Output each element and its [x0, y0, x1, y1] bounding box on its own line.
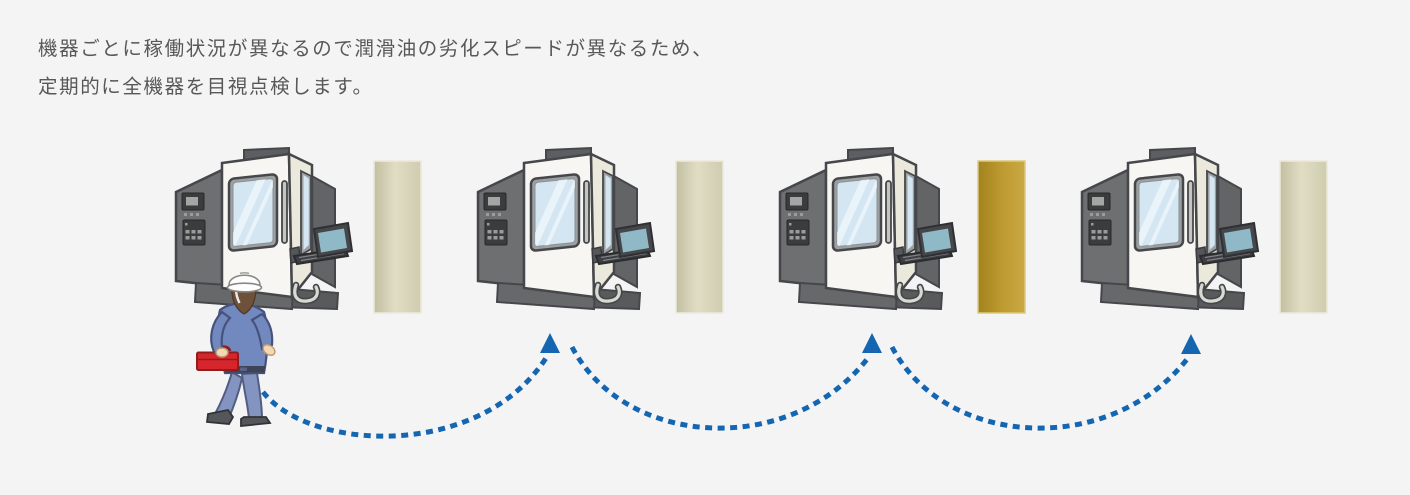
worker [196, 272, 276, 427]
worker-helmet [226, 272, 263, 293]
oil-column-2 [675, 160, 724, 314]
inspection-arrow-2 [569, 345, 870, 431]
oil-column-1 [373, 160, 422, 314]
cnc-machine-4 [1082, 148, 1258, 309]
oil-column-3-degraded [977, 160, 1026, 314]
inspection-arrow-3 [889, 345, 1190, 431]
worker-shoe-front [240, 416, 272, 427]
worker-hand-front [262, 344, 276, 356]
worker-shoe-back [205, 409, 235, 425]
cnc-machine-1 [176, 148, 352, 309]
cnc-machine-2 [478, 148, 654, 309]
arrowhead-icon-3 [1181, 334, 1201, 354]
caption-line-1: 機器ごとに稼働状況が異なるので潤滑油の劣化スピードが異なるため、 [38, 38, 714, 60]
arrowhead-icon-1 [540, 333, 560, 353]
oil-column-4 [1279, 160, 1328, 314]
cnc-machine-3 [780, 148, 956, 309]
caption: 機器ごとに稼働状況が異なるので潤滑油の劣化スピードが異なるため、 定期的に全機器… [38, 31, 713, 106]
inspection-arrow-1 [261, 356, 549, 439]
worker-hand-back [215, 347, 229, 358]
worker-leg-front [240, 371, 264, 420]
worker-arm-front [250, 312, 274, 351]
caption-line-2: 定期的に全機器を目視点検します。 [38, 75, 374, 98]
arrowhead-icon-2 [862, 333, 882, 353]
